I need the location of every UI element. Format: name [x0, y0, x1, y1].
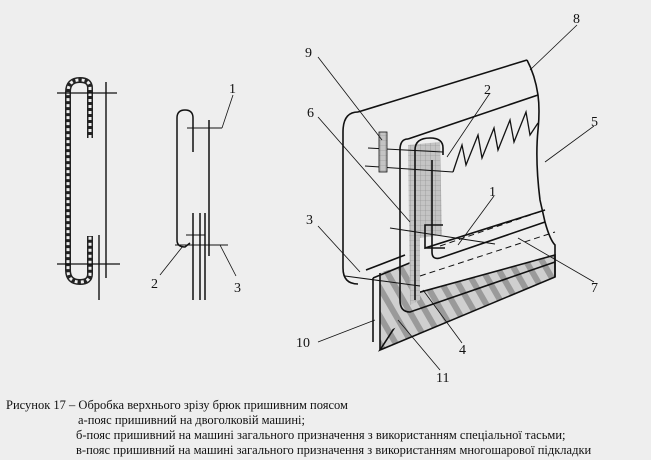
diagram-c: 8 9 2 6 5 1 3 7 10 4 11	[296, 12, 598, 385]
label-b-3: 3	[234, 281, 241, 296]
caption-line-c: в-пояс пришивний на машині загального пр…	[76, 443, 592, 457]
label-c-6: 6	[307, 106, 314, 121]
label-c-11: 11	[436, 371, 449, 385]
label-c-7: 7	[591, 281, 598, 296]
waistband-diagrams: 1 2 3	[57, 12, 598, 385]
label-c-2: 2	[484, 83, 491, 98]
label-b-2: 2	[151, 277, 158, 292]
label-b-1: 1	[229, 82, 236, 97]
label-c-9: 9	[305, 46, 312, 61]
label-c-1: 1	[489, 185, 496, 200]
caption-line-b: б-пояс пришивний на машині загального пр…	[76, 428, 566, 442]
caption-line-a: а-пояс пришивний на двоголковій машині;	[78, 413, 306, 427]
label-c-8: 8	[573, 12, 580, 27]
label-c-10: 10	[296, 336, 310, 351]
diagram-a	[57, 76, 120, 300]
label-c-5: 5	[591, 115, 598, 130]
label-c-4: 4	[459, 343, 466, 358]
diagram-b: 1 2 3	[151, 82, 241, 300]
caption-title: Рисунок 17 – Обробка верхнього зрізу брю…	[6, 398, 348, 412]
label-c-3: 3	[306, 213, 313, 228]
